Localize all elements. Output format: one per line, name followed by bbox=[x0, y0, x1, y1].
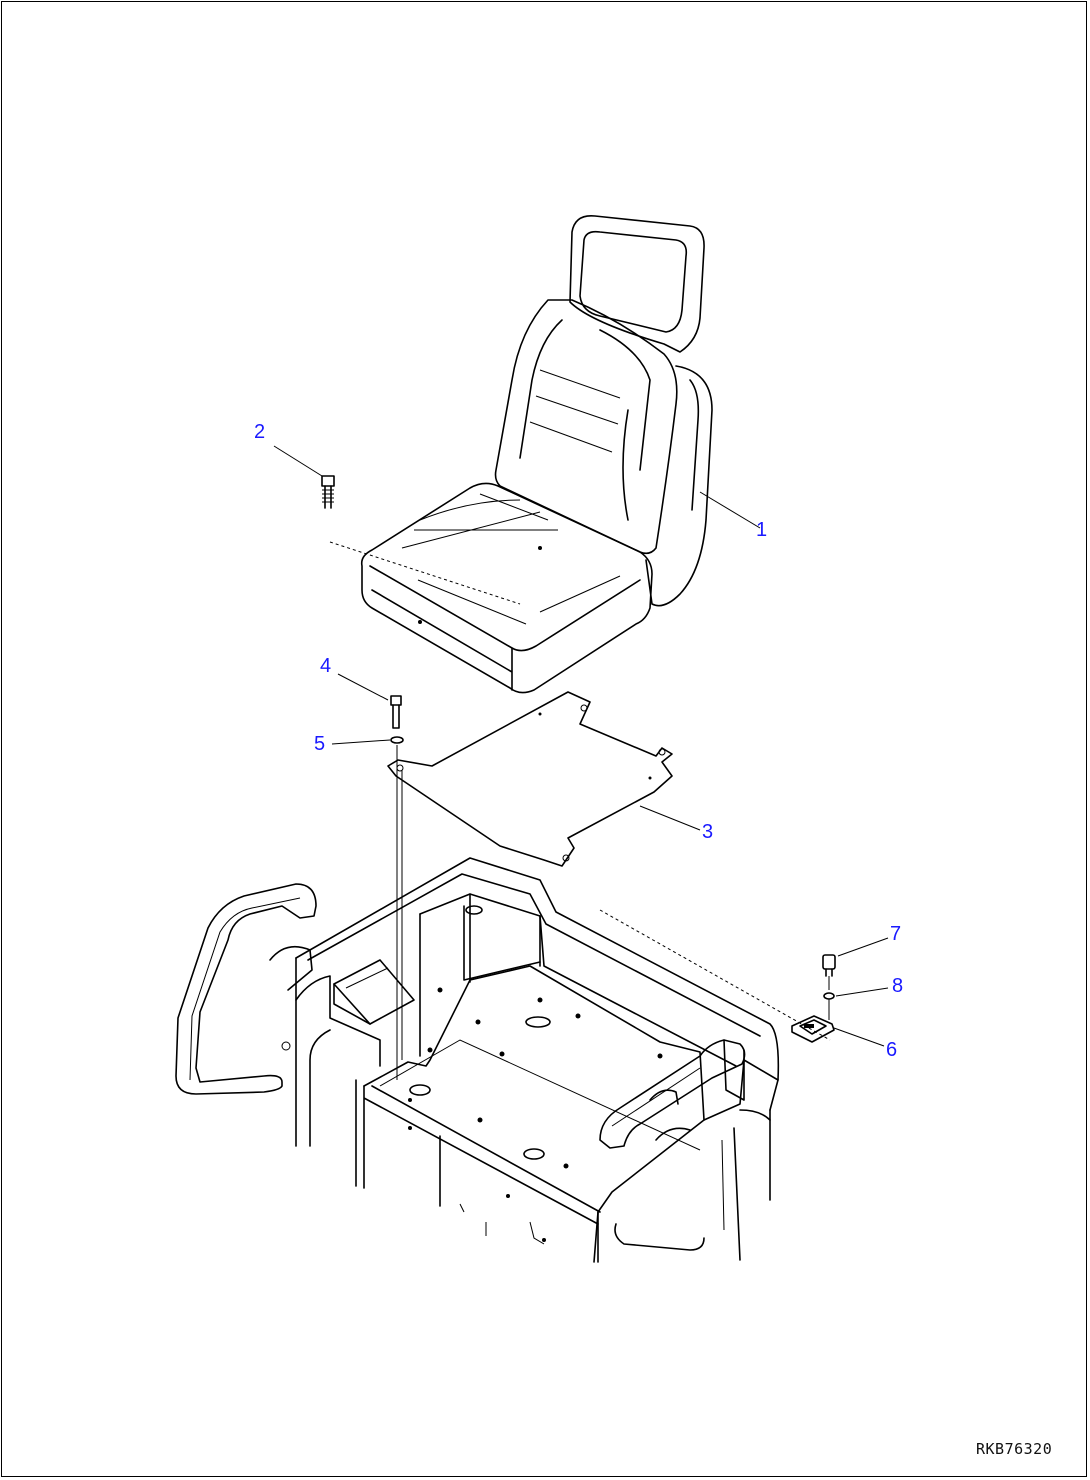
seat-cushion bbox=[360, 482, 653, 694]
callout-4[interactable]: 4 bbox=[320, 655, 332, 677]
callout-5[interactable]: 5 bbox=[314, 733, 326, 755]
drawing-code: RKB76320 bbox=[976, 1440, 1053, 1458]
part-4-bolt bbox=[390, 695, 402, 729]
part-8-washer bbox=[823, 992, 835, 1000]
callout-8[interactable]: 8 bbox=[892, 975, 904, 997]
seat-backrest bbox=[494, 299, 678, 555]
cab-frame bbox=[295, 857, 780, 1263]
callout-7[interactable]: 7 bbox=[890, 923, 902, 945]
callout-2[interactable]: 2 bbox=[254, 421, 266, 443]
alignment-lines bbox=[329, 541, 831, 1080]
part-2-bolt bbox=[321, 475, 335, 509]
left-grab-handle bbox=[175, 883, 317, 1095]
floor-platform bbox=[363, 965, 705, 1263]
leader-lines bbox=[273, 445, 889, 1047]
part-5-washer bbox=[390, 736, 404, 744]
seat-headrest bbox=[569, 215, 705, 353]
seat-assembly bbox=[360, 215, 713, 694]
part-7-bolt bbox=[822, 954, 836, 977]
callout-1[interactable]: 1 bbox=[756, 519, 768, 541]
seat-side-bolster bbox=[645, 365, 713, 607]
callout-6[interactable]: 6 bbox=[886, 1039, 898, 1061]
callout-3[interactable]: 3 bbox=[702, 821, 714, 843]
part-6-clip bbox=[791, 1015, 835, 1043]
right-grab-handle bbox=[599, 1039, 746, 1251]
part-3-plate bbox=[387, 691, 673, 867]
